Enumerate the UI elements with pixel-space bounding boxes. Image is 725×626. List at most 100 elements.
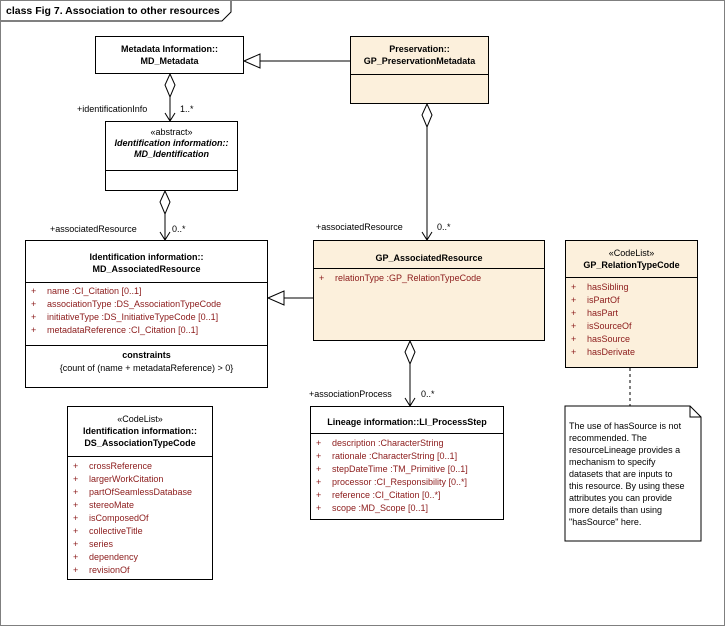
attribute-row: +partOfSeamlessDatabase <box>68 486 212 499</box>
attribute-list: +relationType :GP_RelationTypeCode <box>314 272 544 285</box>
class-stereotype: «abstract» <box>150 127 193 137</box>
class-header: GP_AssociatedResource <box>314 241 544 264</box>
class-name: GP_PreservationMetadata <box>363 56 476 66</box>
class-header: Preservation:: GP_PreservationMetadata <box>351 37 488 67</box>
note-line: "hasSource" here. <box>569 517 642 527</box>
class-name: MD_AssociatedResource <box>92 264 201 274</box>
visibility-marker: + <box>73 500 79 510</box>
attribute-row: +series <box>68 538 212 551</box>
aggregation-diamond-gp-associated <box>404 339 416 366</box>
visibility-marker: + <box>571 282 577 292</box>
attribute-text: hasSource <box>587 334 631 344</box>
attribute-list: +description :CharacterString+rationale … <box>311 437 503 515</box>
attribute-text: initiativeType :DS_InitiativeTypeCode [0… <box>47 312 219 322</box>
class-package: Identification information:: <box>114 138 229 148</box>
role-associated-resource-right: +associatedResource <box>316 222 403 232</box>
attribute-row: +hasDerivate <box>566 346 697 359</box>
attribute-row: +dependency <box>68 551 212 564</box>
note-shape <box>564 405 702 542</box>
attribute-text: revisionOf <box>89 565 130 575</box>
attribute-row: + initiativeType :DS_InitiativeTypeCode [… <box>26 311 267 324</box>
attribute-text: partOfSeamlessDatabase <box>89 487 193 497</box>
attribute-row: +largerWorkCitation <box>68 473 212 486</box>
visibility-marker: + <box>73 552 79 562</box>
class-md-identification[interactable]: «abstract» Identification information:: … <box>105 121 238 191</box>
attribute-row: + hasSource <box>566 333 697 346</box>
attribute-row: +isComposedOf <box>68 512 212 525</box>
compartment-divider <box>26 282 267 283</box>
class-name: DS_AssociationTypeCode <box>84 438 196 448</box>
attribute-text: stepDateTime :TM_Primitive [0..1] <box>332 464 468 474</box>
attribute-row: + hasSibling <box>566 281 697 294</box>
visibility-marker: + <box>31 286 37 296</box>
note-line: datasets that are inputs to <box>569 469 673 479</box>
attribute-text: name :CI_Citation [0..1] <box>47 286 142 296</box>
class-md-metadata[interactable]: Metadata Information:: MD_Metadata <box>95 36 244 74</box>
class-gp-preservation-metadata[interactable]: Preservation:: GP_PreservationMetadata <box>350 36 489 104</box>
multiplicity-associated-resource-right: 0..* <box>437 222 451 232</box>
multiplicity-identification-info: 1..* <box>180 104 194 114</box>
attribute-row: +description :CharacterString <box>311 437 503 450</box>
visibility-marker: + <box>571 334 577 344</box>
literal-list: +hasSibling+isPartOf+hasPart+isSourceOf+… <box>566 281 697 359</box>
compartment-divider <box>351 74 488 75</box>
attribute-text: isSourceOf <box>587 321 632 331</box>
attribute-text: hasDerivate <box>587 347 636 357</box>
visibility-marker: + <box>316 464 322 474</box>
generalization-arrow-md-metadata <box>242 53 261 69</box>
visibility-marker: + <box>73 539 79 549</box>
note-line: mechanism to specify <box>569 457 656 467</box>
class-stereotype: «CodeList» <box>117 414 163 424</box>
attribute-text: crossReference <box>89 461 153 471</box>
role-identification-info: +identificationInfo <box>77 104 148 114</box>
visibility-marker: + <box>316 490 322 500</box>
visibility-marker: + <box>31 312 37 322</box>
class-header: «CodeList» Identification information:: … <box>68 407 212 449</box>
attribute-row: +associationType :DS_AssociationTypeCode <box>26 298 267 311</box>
class-package: Metadata Information:: <box>120 44 218 54</box>
class-header: Identification information:: MD_Associat… <box>26 241 267 275</box>
attribute-row: +collectiveTitle <box>68 525 212 538</box>
frame-tab: class Fig 7. Association to other resour… <box>1 1 231 21</box>
attribute-row: +isPartOf <box>566 294 697 307</box>
attribute-text: hasSibling <box>587 282 629 292</box>
attribute-text: processor :CI_Responsibility [0..*] <box>332 477 468 487</box>
compartment-divider <box>311 433 503 434</box>
attribute-row: + stepDateTime :TM_Primitive [0..1] <box>311 463 503 476</box>
generalization-arrow-md-associated <box>266 290 285 306</box>
attribute-row: + revisionOf <box>68 564 212 577</box>
class-name: MD_Identification <box>133 149 209 159</box>
class-name: Lineage information::LI_ProcessStep <box>327 417 487 427</box>
role-associated-resource-left: +associatedResource <box>50 224 137 234</box>
class-package: Preservation:: <box>389 44 450 54</box>
note-line: more details than using <box>569 505 663 515</box>
visibility-marker: + <box>73 526 79 536</box>
attribute-row: + crossReference <box>68 460 212 473</box>
note-line: resourceLineage provides a <box>569 445 681 455</box>
class-header: Metadata Information:: MD_Metadata <box>96 37 243 67</box>
class-gp-relation-type-code[interactable]: «CodeList» GP_RelationTypeCode +hasSibli… <box>565 240 698 368</box>
literal-list: +crossReference+largerWorkCitation+partO… <box>68 460 212 577</box>
class-name: MD_Metadata <box>140 56 199 66</box>
visibility-marker: + <box>316 451 322 461</box>
visibility-marker: + <box>73 565 79 575</box>
attribute-row: +relationType :GP_RelationTypeCode <box>314 272 544 285</box>
attribute-text: scope :MD_Scope [0..1] <box>332 503 429 513</box>
class-ds-association-type-code[interactable]: «CodeList» Identification information:: … <box>67 406 213 580</box>
attribute-row: +hasPart <box>566 307 697 320</box>
class-li-process-step[interactable]: Lineage information::LI_ProcessStep +des… <box>310 406 504 520</box>
class-gp-associated-resource[interactable]: GP_AssociatedResource +relationType :GP_… <box>313 240 545 341</box>
visibility-marker: + <box>571 321 577 331</box>
aggregation-diamond-md-identification <box>159 189 171 216</box>
compartment-divider <box>314 268 544 269</box>
attribute-text: largerWorkCitation <box>89 474 164 484</box>
visibility-marker: + <box>316 503 322 513</box>
visibility-marker: + <box>31 325 37 335</box>
attribute-row: +rationale :CharacterString [0..1] <box>311 450 503 463</box>
class-md-associated-resource[interactable]: Identification information:: MD_Associat… <box>25 240 268 388</box>
visibility-marker: + <box>73 461 79 471</box>
attribute-text: associationType :DS_AssociationTypeCode <box>47 299 222 309</box>
attribute-text: metadataReference :CI_Citation [0..1] <box>47 325 199 335</box>
